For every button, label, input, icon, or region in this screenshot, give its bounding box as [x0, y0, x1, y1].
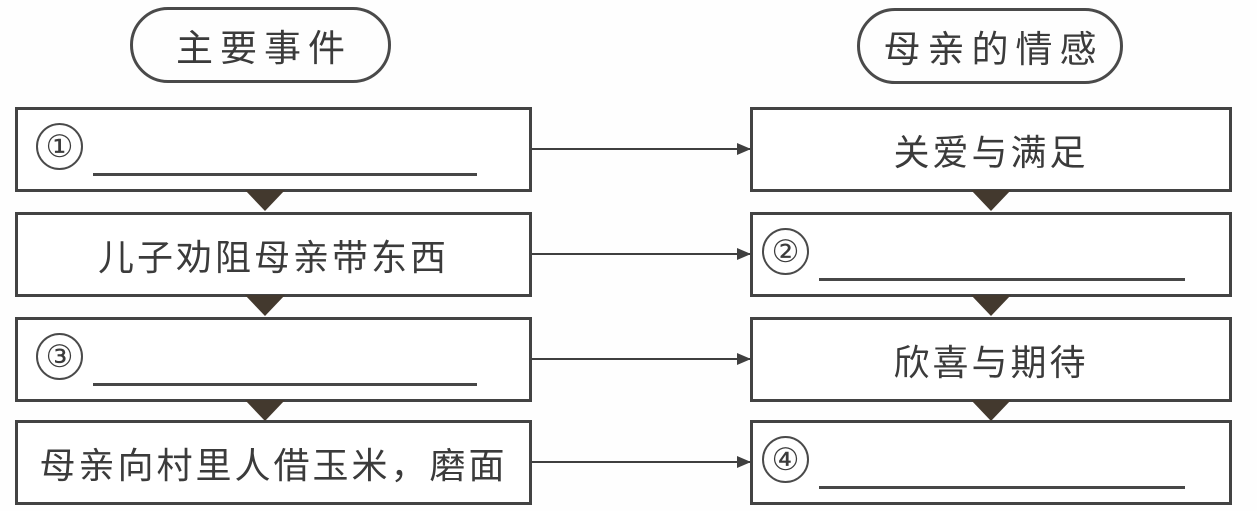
emotion-box-1: 关爱与满足 [750, 107, 1232, 192]
arrow-right-icon [532, 358, 750, 360]
arrow-down-icon [245, 400, 285, 421]
arrow-right-icon [532, 148, 750, 150]
circled-number-2: ② [762, 228, 809, 275]
emotion-box-2-blank: ② [750, 212, 1232, 297]
arrow-right-icon [532, 461, 750, 463]
arrow-down-icon [971, 400, 1011, 421]
emotion-box-4-blank: ④ [750, 420, 1232, 505]
header-main-events: 主要事件 [130, 7, 391, 83]
arrow-down-icon [971, 295, 1011, 316]
blank-underline [819, 278, 1185, 281]
arrow-down-icon [971, 190, 1011, 211]
event-box-2-label: 儿子劝阻母亲带东西 [97, 237, 449, 279]
circled-number-1: ① [36, 123, 83, 170]
blank-underline [819, 486, 1185, 489]
header-mother-emotions: 母亲的情感 [857, 8, 1123, 84]
arrow-down-icon [245, 295, 285, 316]
event-box-4-label: 母亲向村里人借玉米，磨面 [39, 445, 508, 487]
emotion-box-3-label: 欣喜与期待 [893, 342, 1089, 384]
emotion-box-3: 欣喜与期待 [750, 317, 1232, 402]
emotion-box-1-label: 关爱与满足 [893, 132, 1089, 174]
circled-number-4: ④ [762, 436, 809, 483]
arrow-down-icon [245, 190, 285, 211]
arrow-right-icon [532, 253, 750, 255]
event-box-2: 儿子劝阻母亲带东西 [15, 212, 532, 297]
blank-underline [93, 173, 477, 176]
event-box-1-blank: ① [15, 107, 532, 192]
blank-underline [93, 383, 477, 386]
event-box-4: 母亲向村里人借玉米，磨面 [15, 420, 532, 505]
circled-number-3: ③ [36, 333, 83, 380]
event-box-3-blank: ③ [15, 317, 532, 402]
